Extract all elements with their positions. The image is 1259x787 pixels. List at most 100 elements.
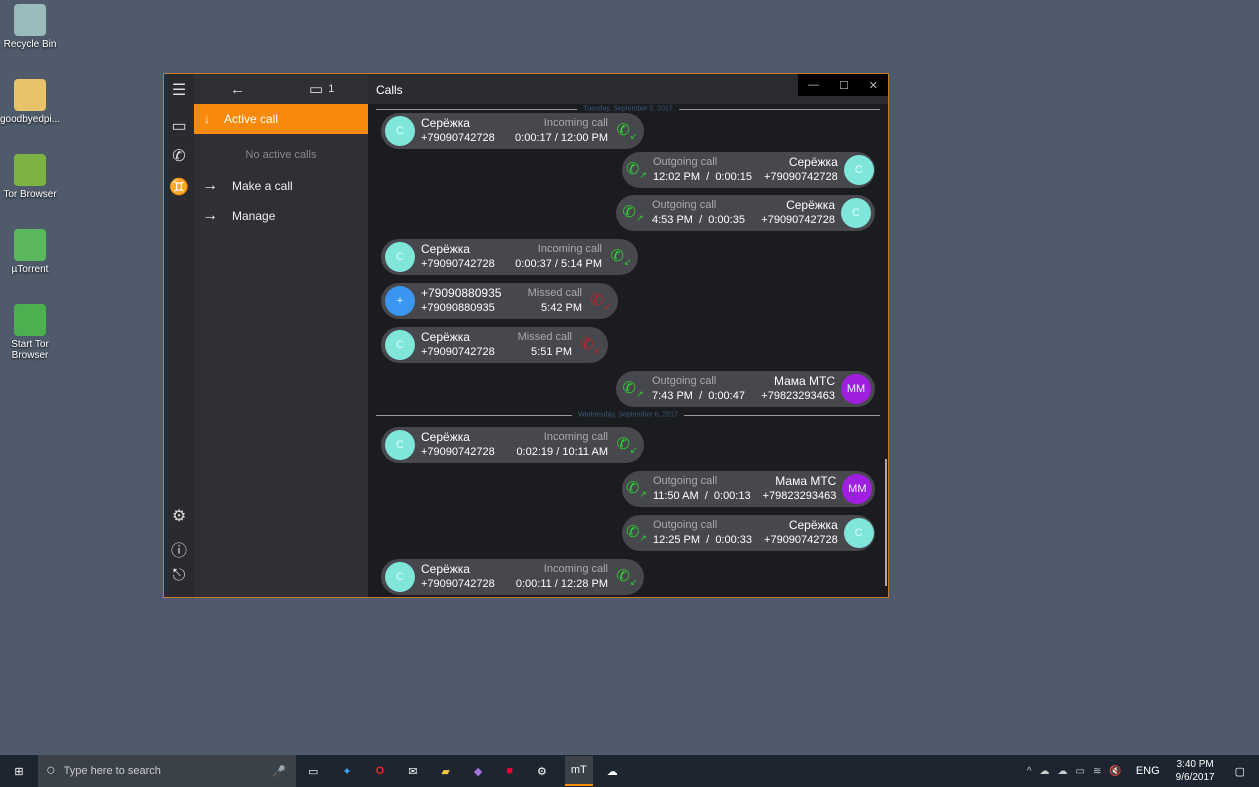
missed-call-icon: ✆↙ <box>580 335 602 356</box>
phone-icon[interactable]: ✆ <box>172 148 186 165</box>
app-red-icon[interactable]: ■ <box>506 765 513 777</box>
avatar: С <box>843 155 874 185</box>
close-button[interactable]: ✕ <box>868 79 879 92</box>
contact-number: +79090742728 <box>764 171 838 183</box>
desktop-icon[interactable]: Tor Browser <box>0 154 60 200</box>
call-type: Outgoing call <box>652 475 718 487</box>
contact-number: +79090742728 <box>421 578 495 590</box>
desktop-icon-label: µTorrent <box>11 264 49 275</box>
avatar: ММ <box>841 374 871 404</box>
desktop-icon-image <box>14 229 46 261</box>
hamburger-menu-icon[interactable]: ☰ <box>171 82 187 99</box>
outgoing-call-icon: ✆↗ <box>626 479 647 500</box>
active-call-label: Active call <box>224 112 279 126</box>
calls-pane: Calls —☐✕ Tuesday, September 5, 2017 Wed… <box>368 74 888 597</box>
call-type: Incoming call <box>537 243 602 255</box>
avatar: С <box>843 518 874 548</box>
message-count: 1 <box>328 83 335 95</box>
maximize-button[interactable]: ☐ <box>838 79 849 92</box>
make-a-call-item[interactable]: →Make a call <box>194 171 368 201</box>
opera-icon[interactable]: O <box>375 765 385 777</box>
contact-number: +79823293463 <box>762 490 837 502</box>
contact-number: +79090742728 <box>421 258 495 270</box>
avatar: С <box>385 562 415 592</box>
messages-icon[interactable]: ▭ <box>171 118 187 135</box>
call-type: Outgoing call <box>652 199 717 211</box>
contacts-icon[interactable]: ♊ <box>169 179 189 196</box>
desktop-icon[interactable]: goodbyedpi... <box>0 79 60 125</box>
call-detail: 5:42 PM <box>541 302 582 314</box>
scrollbar[interactable] <box>885 459 887 586</box>
desktop-icon[interactable]: Recycle Bin <box>0 4 60 50</box>
desktop-icon[interactable]: Start Tor Browser <box>0 304 60 361</box>
desktop-icon-image <box>14 4 46 36</box>
desktop-icon-label: Start Tor Browser <box>11 339 49 361</box>
app-window: ☰ ▭ ✆ ♊ ⚙ ⓘ ⎋ ← ▭ 1 ↓Active call No acti… <box>163 73 889 598</box>
contact-name: Мама МТС <box>773 374 835 388</box>
contact-name: Серёжка <box>788 155 838 169</box>
desktop-icon[interactable]: µTorrent <box>0 229 60 275</box>
sign-out-icon[interactable]: ⎋ <box>172 567 186 584</box>
desktop-icon-label: goodbyedpi... <box>0 114 61 125</box>
incoming-call-icon: ✆↙ <box>610 247 632 268</box>
outgoing-call-icon: ✆↗ <box>622 379 644 400</box>
minimize-button[interactable]: — <box>807 79 819 91</box>
call-detail: 12:25 PM / 0:00:33 <box>652 534 753 546</box>
call-detail: 12:02 PM / 0:00:15 <box>652 171 753 183</box>
outgoing-call-icon: ✆↗ <box>626 160 647 181</box>
info-icon[interactable]: ⓘ <box>170 543 187 560</box>
contact-name: Мама МТС <box>775 474 837 488</box>
settings-icon[interactable]: ⚙ <box>537 765 547 778</box>
language-indicator[interactable]: ENG <box>1135 765 1160 777</box>
outgoing-call-icon: ✆↗ <box>626 523 647 544</box>
start-windows-icon[interactable]: ⊞ <box>14 765 24 778</box>
task-view-icon[interactable]: ▭ <box>308 765 319 778</box>
action-center-icon[interactable]: ▢ <box>1234 765 1245 778</box>
date-divider: Tuesday, September 5, 2017 <box>376 105 880 113</box>
microphone-icon[interactable]: 🎤 <box>272 765 286 778</box>
date-label: Tuesday, September 5, 2017 <box>577 105 679 113</box>
call-detail: 11:50 AM / 0:00:13 <box>652 490 751 502</box>
desktop-icon-image <box>14 304 46 336</box>
contact-name: Серёжка <box>788 518 838 532</box>
app-icon[interactable]: ✦ <box>342 765 352 778</box>
manage-item[interactable]: →Manage <box>194 201 368 231</box>
mail-icon[interactable]: ✉ <box>408 765 418 778</box>
call-type: Outgoing call <box>652 156 718 168</box>
cortana-circle-icon: ○ <box>46 762 56 779</box>
contact-name: +79090880935 <box>421 286 502 300</box>
incoming-call-icon: ✆↙ <box>616 121 638 142</box>
avatar: С <box>841 198 871 228</box>
time: 3:40 PM <box>1176 759 1214 770</box>
file-explorer-icon[interactable]: ▰ <box>441 765 450 778</box>
call-item[interactable]: ✆↗ Outgoing call 12:02 PM / 0:00:15 Серёжка… <box>622 152 875 188</box>
contact-name: Серёжка <box>421 242 470 256</box>
down-arrow-icon: ↓ <box>204 112 210 126</box>
mytelephone-app-button[interactable]: mT <box>564 756 593 786</box>
call-detail: 0:00:11 / 12:28 PM <box>515 578 608 590</box>
active-call-item[interactable]: ↓ Active call <box>194 104 368 134</box>
settings-gear-icon[interactable]: ⚙ <box>171 508 187 525</box>
icon-rail: ☰ ▭ ✆ ♊ ⚙ ⓘ ⎋ <box>164 74 194 597</box>
call-item[interactable]: ✆↗ Outgoing call 11:50 AM / 0:00:13 Мама МТ… <box>622 471 875 507</box>
call-type: Incoming call <box>543 431 608 443</box>
search-box[interactable]: ○ Type here to search 🎤 <box>38 755 296 787</box>
messages-icon[interactable]: ▭ <box>309 81 324 98</box>
app-icon[interactable]: ☁ <box>606 765 618 778</box>
desktop-icon-image <box>14 79 46 111</box>
visual-studio-icon[interactable]: ◆ <box>473 765 483 778</box>
desktop-icon-image <box>14 154 46 186</box>
call-type: Incoming call <box>543 563 608 575</box>
back-arrow-icon[interactable]: ← <box>230 80 245 98</box>
tray-icons[interactable]: ^☁☁▭≋🔇 <box>1026 765 1130 777</box>
